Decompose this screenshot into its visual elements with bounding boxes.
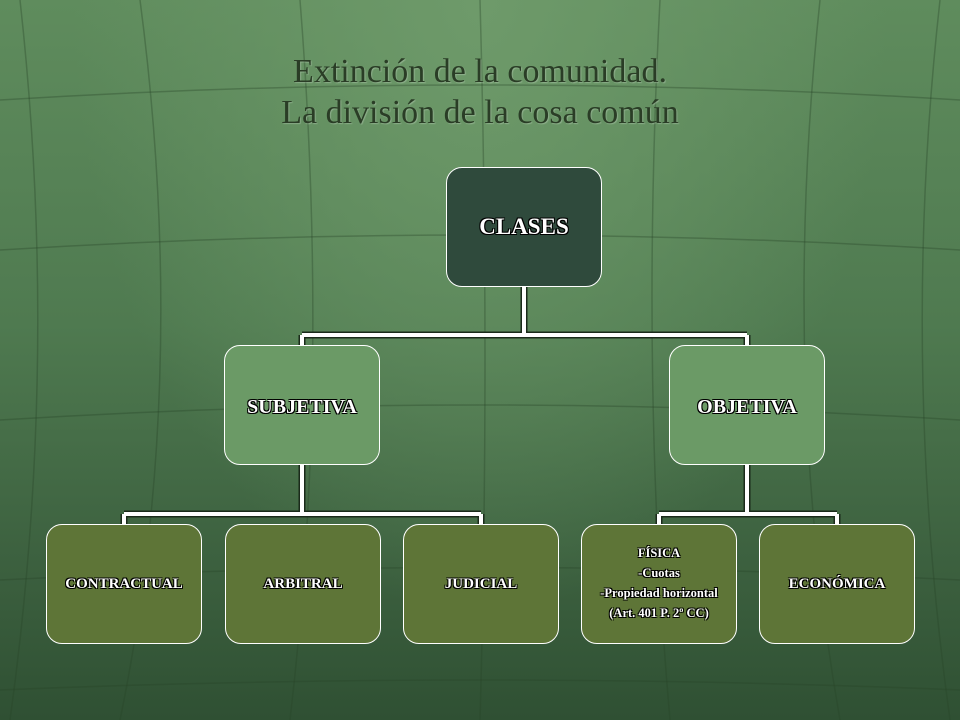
node-contractual-label: CONTRACTUAL [65,576,183,592]
node-fisica[interactable]: FÍSICA -Cuotas -Propiedad horizontal (Ar… [581,524,737,644]
node-fisica-line-3: -Propiedad horizontal [600,586,718,600]
node-economica-label: ECONÓMICA [788,576,886,592]
slide-title-line-1: Extinción de la comunidad. [293,53,667,90]
node-fisica-line-1: FÍSICA [637,546,681,560]
node-fisica-line-2: -Cuotas [638,566,680,580]
node-subjetiva[interactable]: SUBJETIVA [224,345,380,465]
node-economica[interactable]: ECONÓMICA [759,524,915,644]
node-fisica-text: FÍSICA -Cuotas -Propiedad horizontal (Ar… [582,543,736,623]
node-judicial[interactable]: JUDICIAL [403,524,559,644]
node-arbitral-label: ARBITRAL [263,576,343,592]
node-clases[interactable]: CLASES [446,167,602,287]
slide-title-line-2: La división de la cosa común [281,94,679,131]
node-judicial-label: JUDICIAL [444,576,518,592]
node-contractual[interactable]: CONTRACTUAL [46,524,202,644]
node-fisica-line-4: (Art. 401 P. 2º CC) [609,606,709,620]
node-subjetiva-label: SUBJETIVA [247,396,357,418]
node-clases-label: CLASES [479,214,569,239]
node-arbitral[interactable]: ARBITRAL [225,524,381,644]
node-objetiva-label: OBJETIVA [697,396,797,418]
node-objetiva[interactable]: OBJETIVA [669,345,825,465]
